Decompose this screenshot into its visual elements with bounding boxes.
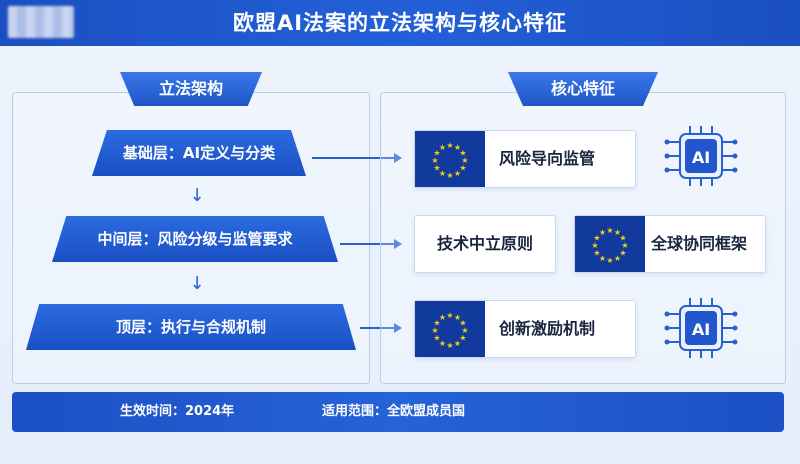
- feature-card-neutral: 技术中立原则: [414, 215, 556, 273]
- svg-text:★: ★: [446, 341, 453, 350]
- svg-text:★: ★: [439, 339, 446, 348]
- arrow-right-icon: [340, 239, 402, 249]
- svg-text:★: ★: [433, 164, 440, 173]
- svg-text:★: ★: [439, 313, 446, 322]
- arrow-down-icon: ↓: [189, 185, 205, 206]
- blurred-logo: [8, 6, 74, 38]
- footer-bar: 生效时间：2024年 适用范围：全欧盟成员国: [12, 392, 784, 432]
- ai-icon-text: AI: [692, 320, 710, 339]
- feature-card-global: ★★★ ★★★ ★★★ ★★★ 全球协同框架: [574, 215, 766, 273]
- svg-text:★: ★: [454, 313, 461, 322]
- svg-text:★: ★: [446, 311, 453, 320]
- features-tab: 核心特征: [508, 72, 658, 106]
- svg-text:★: ★: [446, 141, 453, 150]
- effective-date: 生效时间：2024年: [120, 404, 235, 419]
- svg-text:★: ★: [614, 228, 621, 237]
- svg-text:★: ★: [591, 241, 598, 250]
- svg-text:★: ★: [439, 169, 446, 178]
- ai-icon-text: AI: [692, 148, 710, 167]
- svg-text:★: ★: [461, 156, 468, 165]
- svg-text:★: ★: [454, 143, 461, 152]
- feature-card-innovation: ★★★ ★★★ ★★★ ★★★ 创新激励机制: [414, 300, 636, 358]
- svg-text:★: ★: [431, 326, 438, 335]
- svg-text:★: ★: [459, 319, 466, 328]
- svg-text:★: ★: [433, 149, 440, 158]
- svg-text:★: ★: [439, 143, 446, 152]
- eu-flag-icon: ★★★ ★★★ ★★★ ★★★: [575, 216, 645, 272]
- svg-text:★: ★: [433, 334, 440, 343]
- svg-text:★: ★: [454, 339, 461, 348]
- svg-text:★: ★: [459, 164, 466, 173]
- svg-text:★: ★: [599, 228, 606, 237]
- svg-text:★: ★: [614, 254, 621, 263]
- svg-text:★: ★: [461, 326, 468, 335]
- svg-text:★: ★: [431, 156, 438, 165]
- svg-text:★: ★: [619, 234, 626, 243]
- tier-top: 顶层：执行与合规机制: [26, 304, 356, 350]
- svg-text:★: ★: [454, 169, 461, 178]
- svg-text:★: ★: [446, 171, 453, 180]
- tier-foundation: 基础层：AI定义与分类: [92, 130, 306, 176]
- svg-text:★: ★: [433, 319, 440, 328]
- svg-text:★: ★: [593, 249, 600, 258]
- feature-label: 技术中立原则: [436, 234, 533, 253]
- svg-text:★: ★: [619, 249, 626, 258]
- architecture-tab: 立法架构: [120, 72, 262, 106]
- svg-text:★: ★: [459, 334, 466, 343]
- header-bar: 欧盟AI法案的立法架构与核心特征: [0, 0, 800, 46]
- feature-card-risk: ★★★ ★★★ ★★★ ★★★ 风险导向监管: [414, 130, 636, 188]
- eu-flag-icon: ★★★ ★★★ ★★★ ★★★: [415, 301, 485, 357]
- arrow-down-icon: ↓: [189, 273, 205, 294]
- svg-text:★: ★: [621, 241, 628, 250]
- svg-text:★: ★: [599, 254, 606, 263]
- feature-label: 创新激励机制: [499, 319, 596, 338]
- eu-flag-icon: ★★★ ★★★ ★★★ ★★★: [415, 131, 485, 187]
- feature-label: 风险导向监管: [499, 149, 596, 168]
- tier-middle: 中间层：风险分级与监管要求: [52, 216, 338, 262]
- svg-text:★: ★: [459, 149, 466, 158]
- svg-text:★: ★: [606, 256, 613, 265]
- feature-label: 全球协同框架: [651, 234, 748, 253]
- ai-chip-icon: AI: [664, 298, 738, 358]
- ai-chip-icon: AI: [664, 126, 738, 186]
- application-scope: 适用范围：全欧盟成员国: [322, 404, 466, 419]
- svg-text:★: ★: [593, 234, 600, 243]
- arrow-right-icon: [360, 323, 402, 333]
- page-title: 欧盟AI法案的立法架构与核心特征: [232, 11, 568, 35]
- svg-text:★: ★: [606, 226, 613, 235]
